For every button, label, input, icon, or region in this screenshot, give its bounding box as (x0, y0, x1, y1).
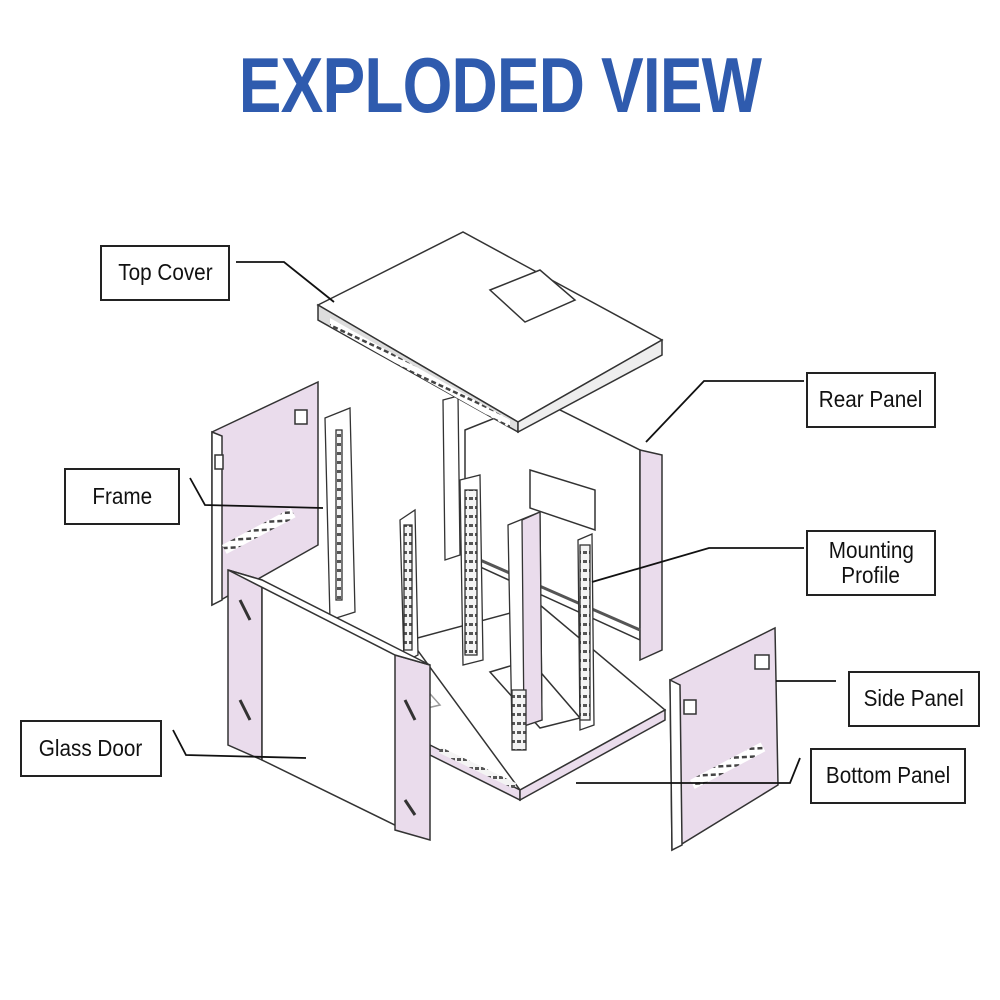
label-mounting-profile-line1: Mounting (828, 536, 914, 563)
leader-frame (189, 477, 324, 509)
label-top-cover-text: Top Cover (117, 259, 213, 286)
label-rear-panel-text: Rear Panel (819, 386, 923, 413)
label-mounting-profile: Mounting Profile (806, 530, 936, 596)
glass-door-part (227, 568, 431, 841)
leader-top-cover (236, 261, 335, 303)
page-title: EXPLODED VIEW (238, 41, 762, 129)
leader-lines (172, 261, 836, 784)
side-panel-part (669, 626, 779, 852)
label-bottom-panel: Bottom Panel (810, 748, 966, 804)
label-mounting-profile-line2: Profile (841, 562, 901, 588)
label-frame-text: Frame (92, 482, 152, 509)
frame-part (211, 380, 319, 607)
mounting-profile-rails (324, 395, 595, 751)
label-glass-door: Glass Door (20, 720, 162, 777)
leader-bottom-panel (576, 757, 801, 784)
leader-rear-panel (645, 380, 804, 443)
label-frame: Frame (64, 468, 180, 525)
leader-glass-door (172, 729, 307, 759)
label-rear-panel: Rear Panel (806, 372, 936, 428)
label-glass-door-text: Glass Door (39, 734, 143, 761)
top-cover-part (316, 231, 664, 434)
label-side-panel: Side Panel (848, 671, 980, 727)
leader-mounting-profile (591, 547, 804, 583)
label-bottom-panel-text: Bottom Panel (825, 762, 951, 789)
label-side-panel-text: Side Panel (863, 685, 965, 712)
label-top-cover: Top Cover (100, 245, 230, 301)
